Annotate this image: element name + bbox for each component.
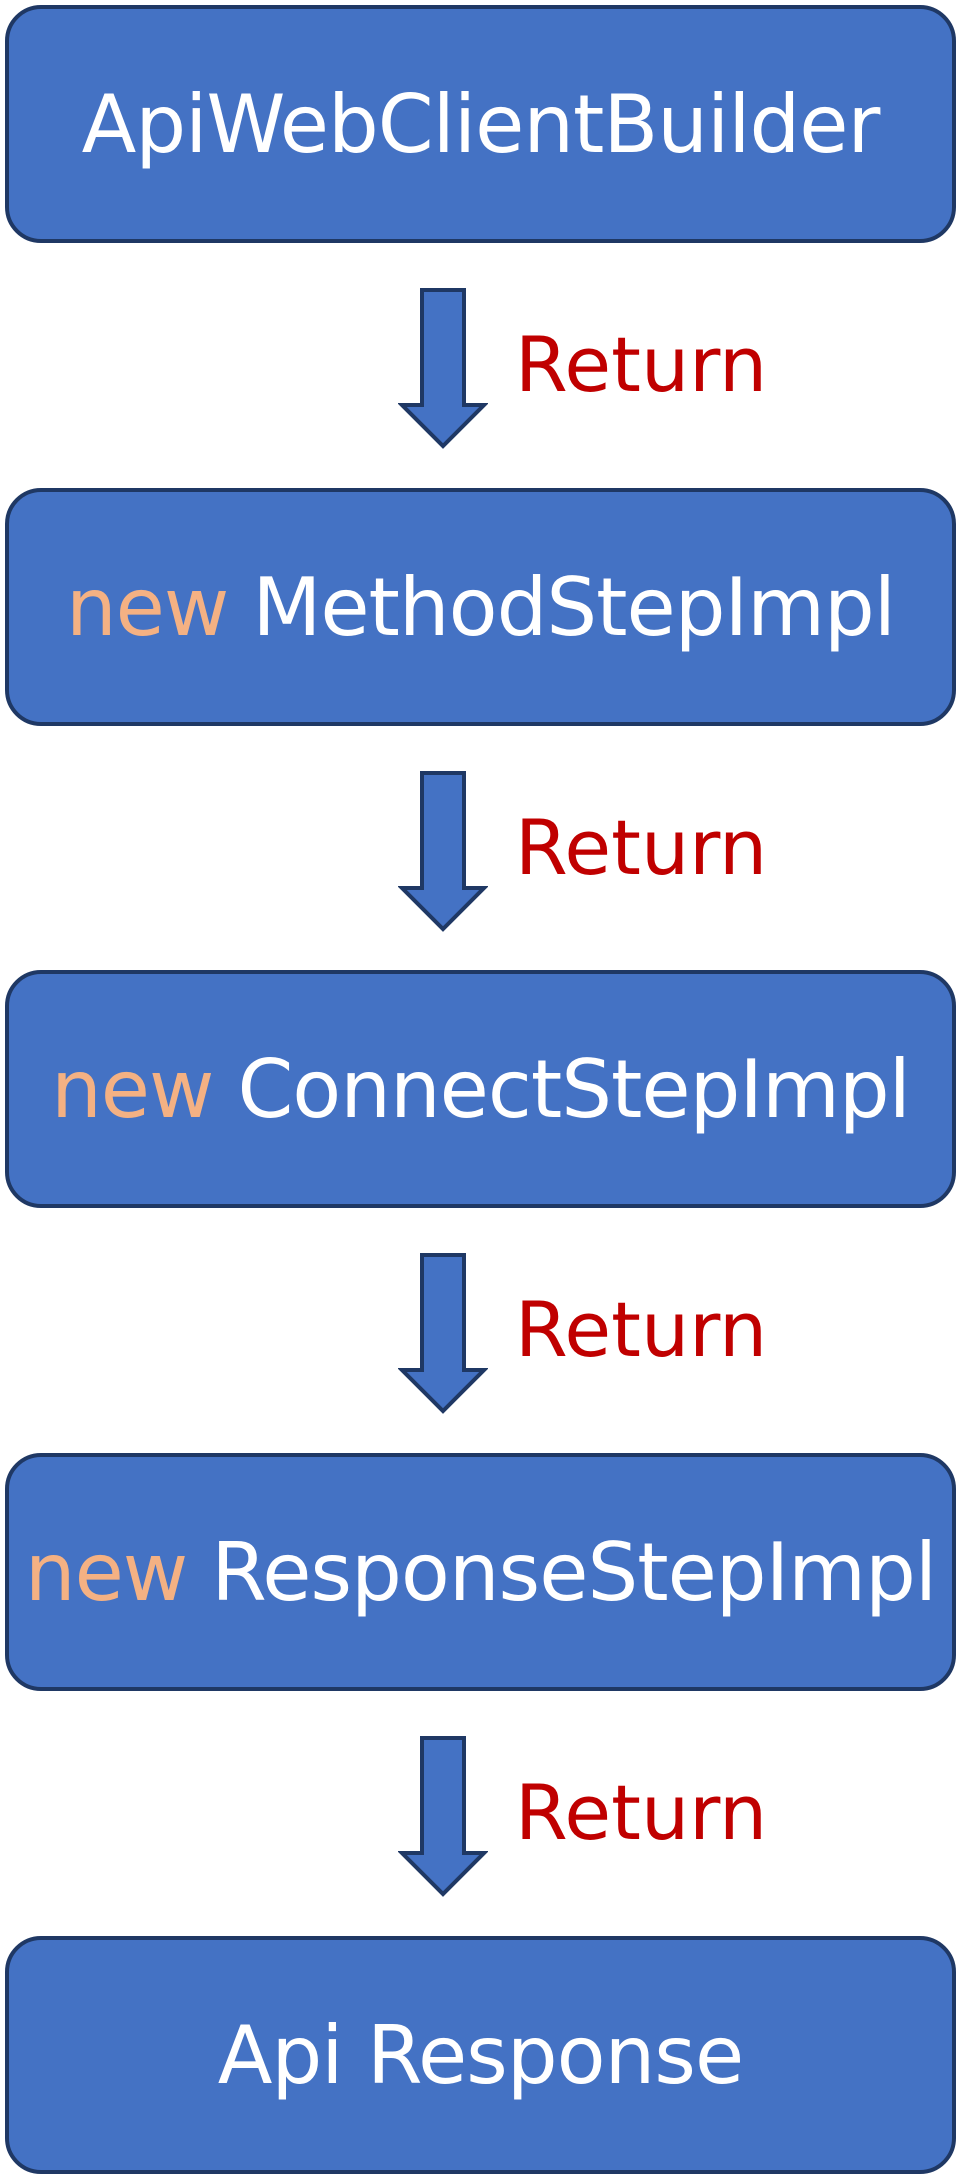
node-api-response: Api Response [5, 1936, 956, 2174]
node-label: Api Response [217, 2008, 744, 2102]
down-arrow-icon [398, 1253, 488, 1414]
node-response-step-impl: new ResponseStepImpl [5, 1453, 956, 1691]
down-arrow-icon [398, 771, 488, 932]
edge-label-return: Return [515, 803, 768, 892]
node-connect-step-impl: new ConnectStepImpl [5, 970, 956, 1208]
node-label: ApiWebClientBuilder [81, 77, 881, 171]
node-label: ConnectStepImpl [237, 1042, 910, 1136]
edge-label-return: Return [515, 1768, 768, 1857]
down-arrow-icon [398, 1736, 488, 1897]
edge-label-return: Return [515, 1285, 768, 1374]
edge-label-return: Return [515, 320, 768, 409]
down-arrow-icon [398, 288, 488, 449]
node-method-step-impl: new MethodStepImpl [5, 488, 956, 726]
node-api-web-client-builder: ApiWebClientBuilder [5, 5, 956, 243]
node-label: MethodStepImpl [252, 560, 896, 654]
keyword-new: new [24, 1525, 188, 1619]
node-label: ResponseStepImpl [211, 1525, 937, 1619]
keyword-new: new [51, 1042, 214, 1136]
keyword-new: new [65, 560, 229, 654]
